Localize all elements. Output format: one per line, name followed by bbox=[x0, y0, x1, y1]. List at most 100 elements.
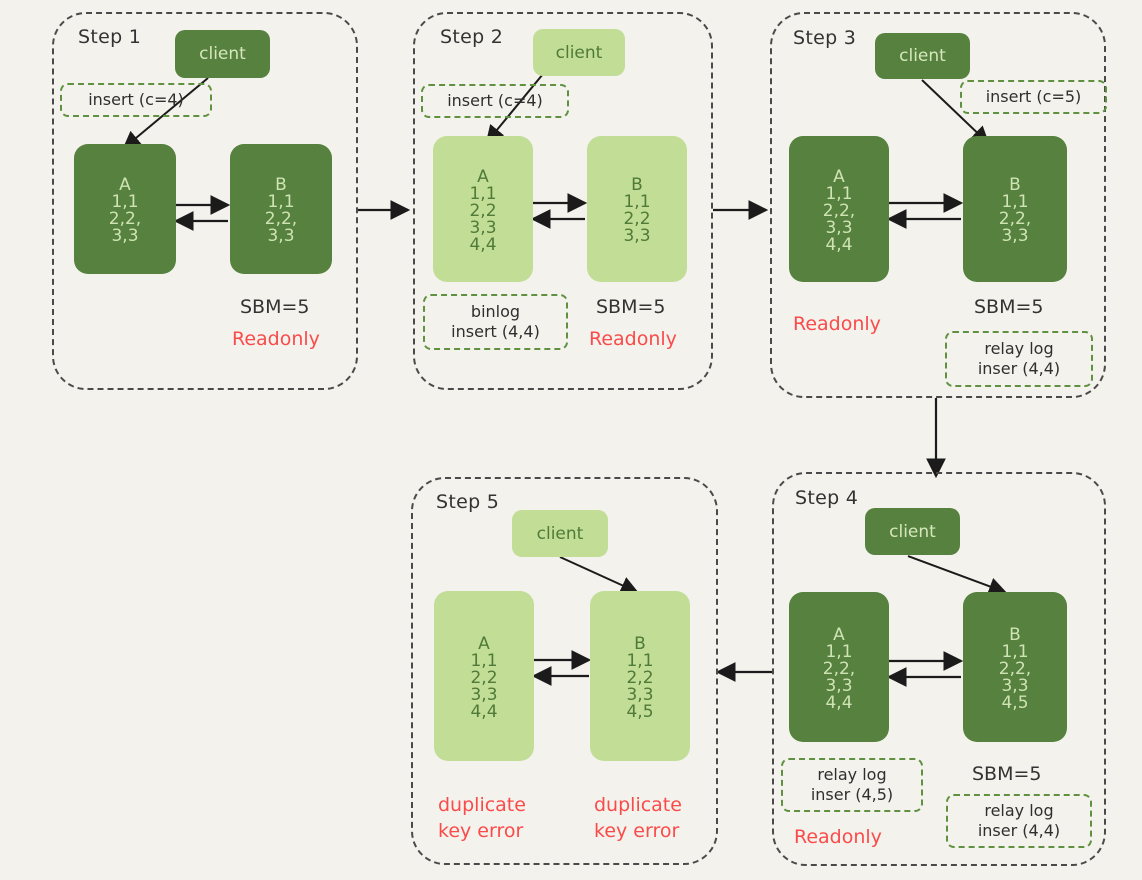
step-4-title: Step 4 bbox=[795, 487, 859, 509]
step-4-node-a-row-4: 4,4 bbox=[825, 692, 853, 713]
step-4-node-a-row-1: 1,1 bbox=[825, 641, 853, 662]
step-4-client-box[interactable]: client bbox=[865, 508, 960, 555]
step-4-readonly-label: Readonly bbox=[794, 825, 882, 851]
step-2-node-a[interactable]: A 1,1 2,2 3,3 4,4 bbox=[433, 136, 533, 282]
step-2-node-b[interactable]: B 1,1 2,2 3,3 bbox=[587, 136, 687, 282]
step-5-client-box[interactable]: client bbox=[512, 510, 608, 557]
step-2-binlog-note[interactable]: binlog insert (4,4) bbox=[423, 294, 568, 350]
step-2-node-b-row-2: 2,2 bbox=[623, 209, 651, 229]
step-3-insert-note[interactable]: insert (c=5) bbox=[960, 80, 1107, 114]
panel-step-2[interactable] bbox=[413, 12, 713, 390]
step-1-node-b-name: B bbox=[275, 175, 287, 195]
step-5-duplicate-key-error-a-line-1: duplicate bbox=[438, 794, 526, 816]
step-2-node-a-row-2: 2,2 bbox=[469, 200, 497, 221]
panel-step-3[interactable] bbox=[770, 12, 1106, 398]
step-3-insert-note-line-1: insert (c=5) bbox=[985, 87, 1082, 106]
step-5-node-b-row-3: 3,3 bbox=[626, 684, 654, 705]
step-2-insert-note-line-1: insert (c=4) bbox=[447, 91, 543, 110]
step-4-readonly-line-1: Readonly bbox=[794, 826, 882, 848]
step-1-node-a[interactable]: A 1,1 2,2, 3,3 bbox=[74, 144, 176, 274]
step-4-node-b[interactable]: B 1,1 2,2, 3,3 4,5 bbox=[963, 592, 1067, 742]
step-2-node-a-name: A bbox=[477, 166, 489, 187]
step-1-client-label: client bbox=[199, 44, 246, 64]
step-4-node-a-name: A bbox=[833, 624, 845, 645]
step-2-client-label: client bbox=[555, 42, 603, 63]
step-1-sbm-label: SBM=5 bbox=[240, 296, 310, 318]
step-2-node-b-name: B bbox=[631, 175, 643, 195]
step-3-node-a-row-1: 1,1 bbox=[825, 183, 853, 204]
step-1-node-b[interactable]: B 1,1 2,2, 3,3 bbox=[230, 144, 332, 274]
step-3-client-label: client bbox=[899, 46, 946, 66]
step-4-sbm-label: SBM=5 bbox=[972, 763, 1042, 785]
step-4-relay-log-note-b-line-1: relay log bbox=[984, 801, 1054, 820]
step-3-relay-log-note[interactable]: relay log inser (4,4) bbox=[945, 331, 1093, 387]
step-2-readonly-label: Readonly bbox=[589, 327, 677, 353]
step-4-node-b-name: B bbox=[1009, 624, 1021, 645]
step-2-title: Step 2 bbox=[440, 26, 504, 48]
step-3-node-b-row-1: 1,1 bbox=[1001, 192, 1029, 212]
step-1-node-a-name: A bbox=[119, 175, 131, 195]
step-2-readonly-line-1: Readonly bbox=[589, 328, 677, 350]
step-5-node-a-name: A bbox=[478, 633, 490, 654]
step-1-insert-note[interactable]: insert (c=4) bbox=[60, 83, 212, 117]
step-3-node-a-row-3: 3,3 bbox=[825, 217, 853, 238]
step-1-node-a-row-1: 1,1 bbox=[111, 192, 139, 212]
step-3-node-b-row-2: 2,2, bbox=[998, 209, 1032, 229]
step-1-node-a-row-2: 2,2, bbox=[108, 209, 142, 229]
step-4-client-label: client bbox=[889, 521, 936, 542]
step-5-node-b[interactable]: B 1,1 2,2 3,3 4,5 bbox=[590, 591, 690, 761]
step-4-relay-log-note-b[interactable]: relay log inser (4,4) bbox=[946, 794, 1092, 848]
step-3-readonly-label: Readonly bbox=[793, 312, 881, 338]
step-5-node-a-row-1: 1,1 bbox=[470, 650, 498, 671]
step-5-title: Step 5 bbox=[436, 491, 500, 513]
step-3-node-b[interactable]: B 1,1 2,2, 3,3 bbox=[963, 136, 1067, 282]
step-3-relay-log-note-line-1: relay log bbox=[984, 339, 1054, 358]
step-2-client-box[interactable]: client bbox=[533, 29, 625, 76]
step-3-node-a-row-2: 2,2, bbox=[822, 200, 856, 221]
step-2-node-a-row-4: 4,4 bbox=[469, 234, 497, 255]
step-5-duplicate-key-error-a: duplicate key error bbox=[438, 793, 526, 844]
step-2-node-a-row-3: 3,3 bbox=[469, 217, 497, 238]
step-4-relay-log-note-b-line-2: inser (4,4) bbox=[977, 821, 1061, 840]
step-2-node-a-row-1: 1,1 bbox=[469, 183, 497, 204]
step-3-node-a-row-4: 4,4 bbox=[825, 234, 853, 255]
step-1-readonly-label: Readonly bbox=[232, 327, 320, 353]
panel-step-1[interactable] bbox=[52, 12, 358, 390]
step-5-duplicate-key-error-b-line-1: duplicate bbox=[594, 794, 682, 816]
step-5-duplicate-key-error-a-line-2: key error bbox=[438, 819, 524, 842]
step-3-readonly-line-1: Readonly bbox=[793, 313, 881, 335]
step-5-duplicate-key-error-b-line-2: key error bbox=[594, 819, 680, 842]
step-4-relay-log-note-a-line-2: inser (4,5) bbox=[810, 785, 894, 804]
step-1-client-box[interactable]: client bbox=[175, 30, 270, 78]
step-1-title: Step 1 bbox=[78, 26, 142, 48]
step-4-node-b-row-1: 1,1 bbox=[1001, 641, 1029, 662]
step-3-node-b-name: B bbox=[1009, 175, 1021, 195]
step-3-sbm-label: SBM=5 bbox=[974, 296, 1044, 318]
step-5-node-b-name: B bbox=[634, 633, 646, 654]
step-3-client-box[interactable]: client bbox=[875, 33, 970, 79]
panel-step-5[interactable] bbox=[411, 477, 718, 865]
step-2-binlog-note-line-1: binlog bbox=[470, 302, 521, 321]
step-5-node-b-row-2: 2,2 bbox=[626, 667, 654, 688]
step-3-node-a[interactable]: A 1,1 2,2, 3,3 4,4 bbox=[789, 136, 889, 282]
step-4-node-b-row-2: 2,2, bbox=[998, 658, 1032, 679]
step-1-node-b-row-1: 1,1 bbox=[267, 192, 295, 212]
step-5-client-label: client bbox=[536, 523, 584, 544]
step-4-node-a[interactable]: A 1,1 2,2, 3,3 4,4 bbox=[789, 592, 889, 742]
step-2-insert-note[interactable]: insert (c=4) bbox=[421, 84, 569, 118]
step-1-node-b-row-2: 2,2, bbox=[264, 209, 298, 229]
step-3-relay-log-note-line-2: inser (4,4) bbox=[977, 359, 1061, 378]
step-5-node-a-row-4: 4,4 bbox=[470, 701, 498, 722]
step-2-sbm-label: SBM=5 bbox=[596, 296, 666, 318]
step-5-duplicate-key-error-b: duplicate key error bbox=[594, 793, 682, 844]
step-4-node-b-row-3: 3,3 bbox=[1001, 675, 1029, 696]
step-4-node-a-row-2: 2,2, bbox=[822, 658, 856, 679]
panel-step-4[interactable] bbox=[772, 472, 1106, 866]
step-5-node-a[interactable]: A 1,1 2,2 3,3 4,4 bbox=[434, 591, 534, 761]
step-3-node-a-name: A bbox=[833, 166, 845, 187]
step-4-relay-log-note-a[interactable]: relay log inser (4,5) bbox=[781, 758, 923, 812]
step-1-insert-note-line-1: insert (c=4) bbox=[88, 90, 184, 109]
step-2-node-b-row-3: 3,3 bbox=[623, 226, 651, 246]
step-1-node-b-row-3: 3,3 bbox=[267, 226, 295, 246]
step-5-node-a-row-2: 2,2 bbox=[470, 667, 498, 688]
